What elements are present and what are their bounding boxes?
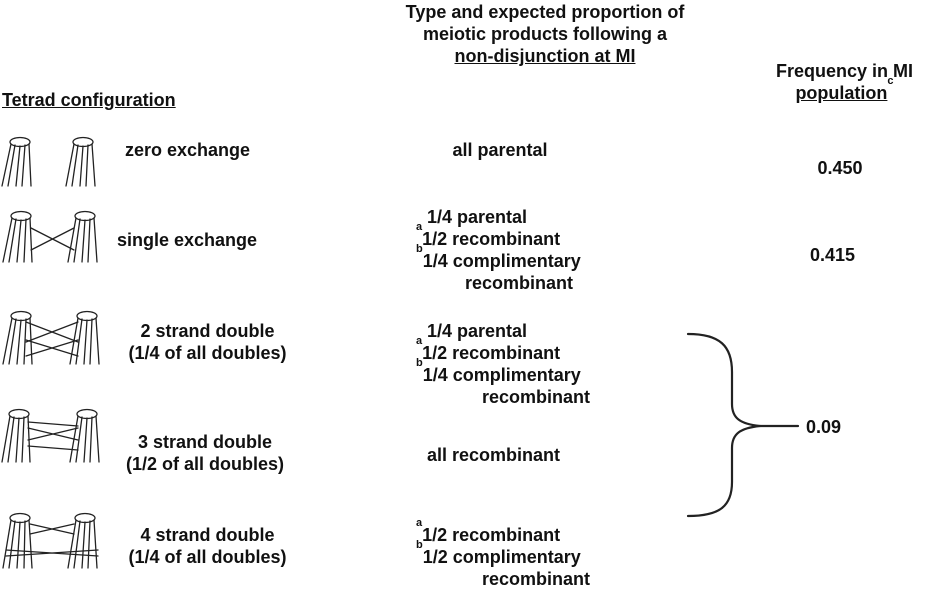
curly-bracket-icon (686, 332, 762, 518)
chromosome-pair-icon (69, 310, 100, 365)
frequency-single-exchange: 0.415 (809, 245, 856, 265)
product-line: b1/4 complimentary (416, 243, 581, 272)
product-line: all recombinant (427, 445, 561, 465)
product-line: recombinant (482, 387, 591, 407)
chromosome-pair-icon (67, 210, 98, 263)
config-line2: (1/4 of all doubles) (128, 343, 287, 363)
product-line: a1/2 recombinant (416, 221, 561, 250)
chromosome-pair-icon (2, 210, 33, 263)
products-zero-exchange: all parental (400, 139, 600, 161)
product-line: recombinant (465, 273, 574, 293)
tetrad-zero-exchange-icon (1, 136, 96, 187)
crossover-icon (27, 421, 79, 451)
frequency-footnote-c: c (887, 75, 894, 87)
type-header: Type and expected proportion of meiotic … (355, 1, 735, 67)
product-line: all parental (452, 140, 548, 160)
product-line: a1/2 recombinant (416, 335, 561, 364)
crossover-icon (30, 227, 75, 251)
config-line2: (1/4 of all doubles) (128, 547, 287, 567)
type-header-line1: Type and expected proportion of (405, 2, 685, 22)
tetrad-header: Tetrad configuration (2, 90, 176, 110)
products-3-strand-double: all recombinant (427, 444, 560, 466)
config-3-strand-double: 3 strand double (1/2 of all doubles) (100, 431, 310, 475)
tetrad-4-strand-double-icon (2, 512, 99, 569)
type-header-line3: non-disjunction at MI (454, 46, 636, 66)
product-line: b1/4 complimentary (416, 357, 581, 386)
product-line: 1/4 parental (427, 207, 528, 227)
chromosome-pair-icon (1, 408, 31, 463)
products-single-exchange: 1/4 parental a1/2 recombinant b1/4 compl… (416, 206, 676, 294)
frequency-header-line1: Frequency in MI (775, 61, 914, 81)
type-header-line2: meiotic products following a (422, 24, 667, 44)
chromosome-pair-icon (2, 310, 33, 365)
config-2-strand-double: 2 strand double (1/4 of all doubles) (105, 320, 310, 364)
config-single-exchange: single exchange (117, 230, 258, 250)
frequency-header: Frequency in MI populationc (760, 60, 929, 104)
config-4-strand-double: 4 strand double (1/4 of all doubles) (105, 524, 310, 568)
chromosome-pair-icon (69, 408, 100, 463)
tetrad-3-strand-double-icon (1, 408, 100, 463)
frequency-zero-exchange: 0.450 (817, 158, 863, 178)
config-line1: 3 strand double (137, 432, 272, 452)
product-line: a1/2 recombinant (416, 517, 561, 546)
chromosome-pair-icon (67, 512, 98, 569)
config-line1: 2 strand double (140, 321, 275, 341)
config-line2: (1/2 of all doubles) (125, 454, 285, 474)
products-2-strand-double: 1/4 parental a1/2 recombinant b1/4 compl… (416, 320, 676, 408)
products-4-strand-double: a1/2 recombinant b1/2 complimentary reco… (416, 517, 676, 590)
chromosome-pair-icon (65, 136, 96, 187)
config-line1: 4 strand double (140, 525, 275, 545)
frequency-doubles: 0.09 (806, 417, 842, 437)
crossover-icon (25, 321, 79, 357)
chromosome-pair-icon (2, 512, 33, 569)
tetrad-single-exchange-icon (2, 210, 98, 263)
frequency-header-line2: population (795, 83, 888, 103)
tetrad-2-strand-double-icon (2, 310, 100, 365)
product-line: 1/4 parental (427, 321, 528, 341)
chromosome-pair-icon (1, 136, 32, 187)
config-zero-exchange: zero exchange (125, 140, 251, 160)
crossover-icon (5, 523, 99, 557)
product-line: recombinant (482, 569, 591, 589)
product-line: b1/2 complimentary (416, 539, 581, 568)
